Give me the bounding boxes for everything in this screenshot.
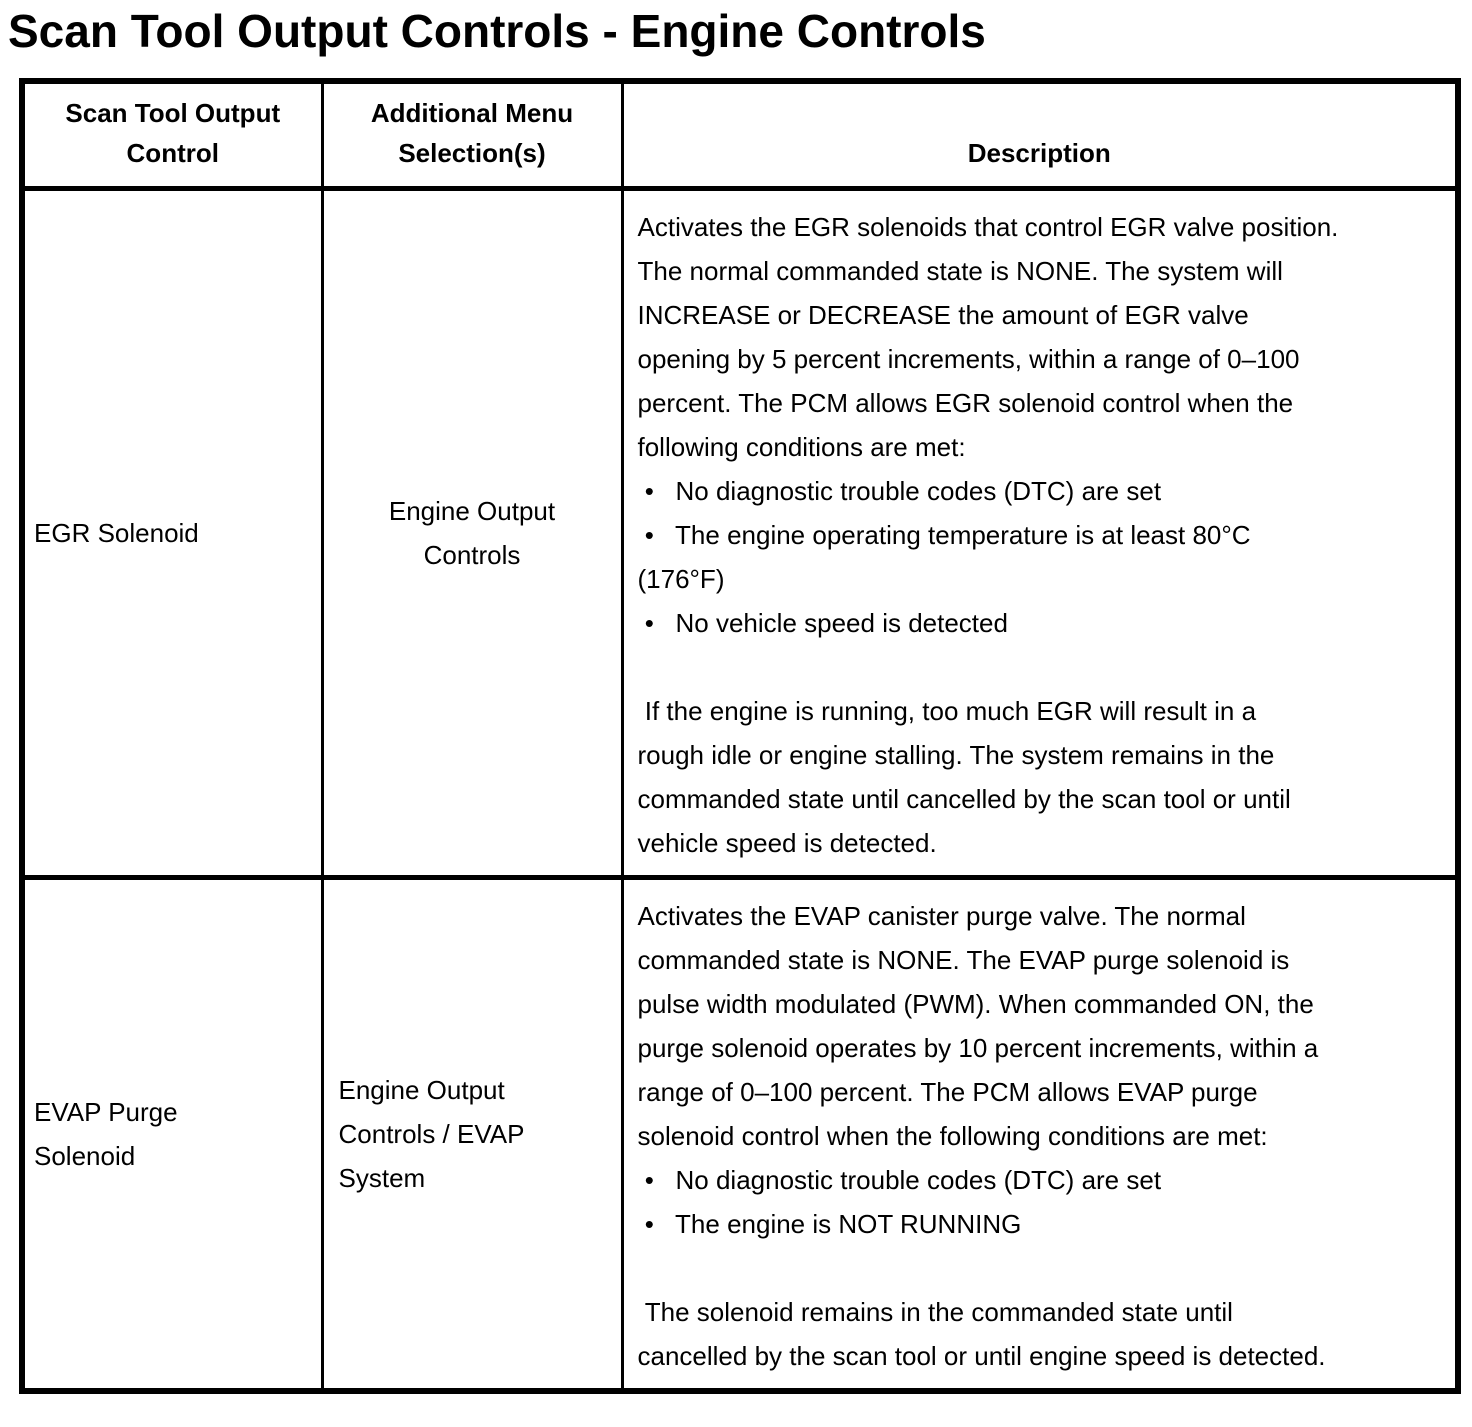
description-cell-evap-purge-solenoid: Activates the EVAP canister purge valve.… (620, 876, 1460, 1394)
control-cell-evap-purge-solenoid: EVAP Purge Solenoid (20, 876, 324, 1394)
menu-cell-evap-purge-solenoid: Engine Output Controls / EVAP System (320, 876, 624, 1394)
output-controls-table: Scan Tool Output Control Additional Menu… (19, 78, 1461, 1394)
menu-cell-egr-solenoid: Engine Output Controls (320, 187, 624, 880)
table-row-evap-purge-solenoid: EVAP Purge Solenoid Engine Output Contro… (20, 876, 1460, 1394)
document-page: Scan Tool Output Controls - Engine Contr… (0, 5, 1472, 1394)
description-cell-egr-solenoid: Activates the EGR solenoids that control… (620, 187, 1460, 880)
page-title: Scan Tool Output Controls - Engine Contr… (8, 5, 986, 57)
column-header-additional-menu-selections: Additional Menu Selection(s) (320, 79, 624, 191)
control-cell-egr-solenoid: EGR Solenoid (20, 187, 324, 880)
column-header-scan-tool-output-control: Scan Tool Output Control (20, 79, 324, 191)
table-row-egr-solenoid: EGR Solenoid Engine Output Controls Acti… (20, 187, 1460, 880)
column-header-description: Description (620, 79, 1460, 191)
header-row: Scan Tool Output Control Additional Menu… (20, 79, 1460, 191)
